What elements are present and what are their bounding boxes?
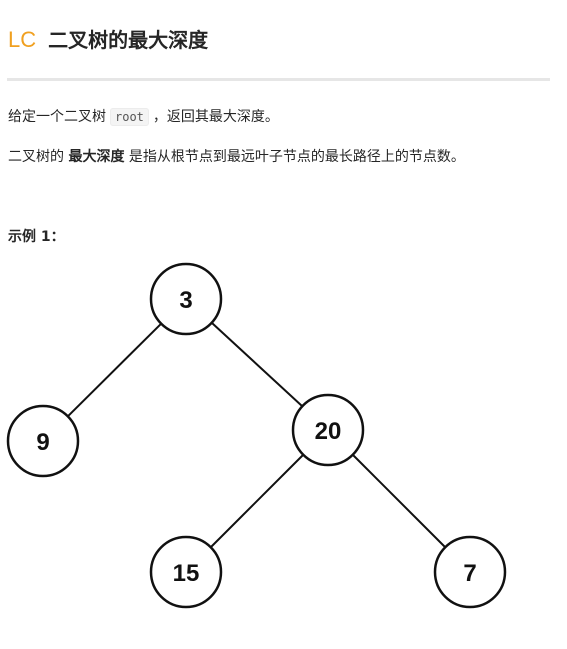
header-divider: [7, 78, 550, 81]
binary-tree-diagram: 3 9 20 15 7: [6, 262, 507, 609]
tree-node-3: 3: [149, 262, 223, 336]
tree-node-9: 9: [6, 404, 80, 478]
tree-node-label: 20: [315, 418, 342, 445]
example-label: 示例 1：: [8, 229, 65, 245]
desc1-prefix: 给定一个二叉树: [8, 109, 106, 125]
tree-node-label: 9: [36, 429, 49, 456]
tree-edge-n3-n9: [67, 322, 162, 418]
description-line-2: 二叉树的 最大深度 是指从根节点到最远叶子节点的最长路径上的节点数。: [8, 146, 465, 168]
tree-edge-n3-n20: [211, 321, 303, 408]
tree-node-20: 20: [291, 393, 365, 467]
leetcode-logo: LC: [8, 27, 37, 52]
tree-node-7: 7: [433, 535, 507, 609]
desc2-prefix: 二叉树的: [8, 149, 64, 165]
tree-node-label: 3: [179, 287, 192, 314]
tree-nodes: 3 9 20 15 7: [6, 262, 507, 609]
problem-title: 二叉树的最大深度: [48, 28, 209, 52]
tree-node-circle: [433, 535, 507, 609]
tree-edge-n20-n7: [352, 454, 446, 548]
tree-node-circle: [6, 404, 80, 478]
tree-node-label: 15: [173, 560, 200, 587]
tree-node-circle: [291, 393, 365, 467]
tree-node-label: 7: [463, 560, 476, 587]
root-inline-code: root: [110, 108, 149, 126]
desc1-suffix: ，返回其最大深度。: [152, 109, 279, 125]
tree-edge-n20-n15: [210, 454, 304, 548]
tree-node-circle: [149, 535, 223, 609]
tree-node-15: 15: [149, 535, 223, 609]
desc2-suffix: 是指从根节点到最远叶子节点的最长路径上的节点数。: [128, 149, 465, 165]
tree-edges: [67, 321, 446, 548]
max-depth-term: 最大深度: [68, 149, 125, 165]
page-header: LC 二叉树的最大深度: [8, 24, 208, 56]
tree-node-circle: [149, 262, 223, 336]
